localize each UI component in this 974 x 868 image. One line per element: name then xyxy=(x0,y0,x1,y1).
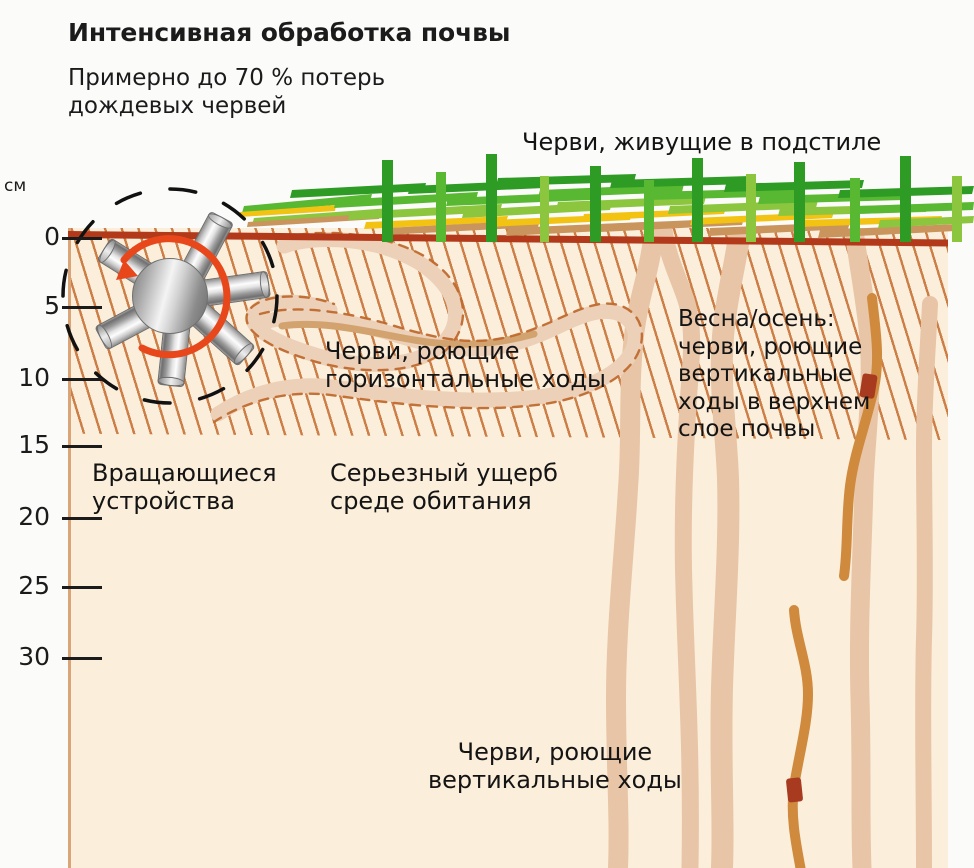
label-spring-autumn: Весна/осень: черви, роющие вертикальные … xyxy=(678,306,871,443)
axis-tick-mark xyxy=(62,657,102,660)
label-vertical-worms: Черви, роющие вертикальные ходы xyxy=(428,738,682,795)
burrow-channel xyxy=(844,228,880,868)
axis-tick-label: 25 xyxy=(18,571,50,600)
earthworm-icon xyxy=(839,293,883,581)
axis-tick-label: 5 xyxy=(44,291,60,320)
axis-tick-label: 30 xyxy=(18,642,50,671)
axis-tick-mark xyxy=(62,445,102,448)
axis-tick-label: 0 xyxy=(44,222,60,251)
axis-tick-mark xyxy=(62,237,102,240)
burrow-channel xyxy=(710,228,751,868)
horizontal-burrow xyxy=(278,320,538,348)
label-horizontal-worms: Черви, роющие горизонтальные ходы xyxy=(325,337,606,394)
burrow-channel xyxy=(655,228,701,868)
earthworms-group xyxy=(786,293,883,868)
page-title: Интенсивная обработка почвы xyxy=(68,18,511,47)
axis-tick-mark xyxy=(62,306,102,309)
label-rotary-devices: Вращающиеся устройства xyxy=(92,459,277,516)
grass-litter-icon xyxy=(240,154,974,242)
tiller-hub xyxy=(132,258,208,334)
axis-tick-mark xyxy=(62,586,102,589)
depth-axis-unit: см xyxy=(4,176,27,196)
soil-left-border xyxy=(68,228,71,868)
axis-tick-mark xyxy=(62,378,102,381)
axis-tick-label: 10 xyxy=(18,363,50,392)
subtitle-text: Примерно до 70 % потерь дождевых червей xyxy=(68,65,386,120)
horizontal-burrow xyxy=(245,231,463,372)
soil-profile xyxy=(68,228,948,868)
burrow-outline xyxy=(212,302,643,424)
horizontal-burrows-group xyxy=(210,231,643,424)
burrow-channel xyxy=(915,296,938,868)
earthworm-clitellum xyxy=(786,777,803,803)
axis-tick-mark xyxy=(62,517,102,520)
axis-tick-label: 15 xyxy=(18,430,50,459)
tiller-path-circle xyxy=(61,187,279,405)
rotary-tiller-icon xyxy=(50,176,290,416)
axis-tick-label: 20 xyxy=(18,502,50,531)
label-habitat-damage: Серьезный ущерб среде обитания xyxy=(330,459,558,516)
earthworm-clitellum xyxy=(859,373,878,399)
rotation-arrow-icon xyxy=(116,235,231,359)
earthworm-icon xyxy=(787,605,814,868)
label-litter-worms: Черви, живущие в подстиле xyxy=(522,128,882,156)
